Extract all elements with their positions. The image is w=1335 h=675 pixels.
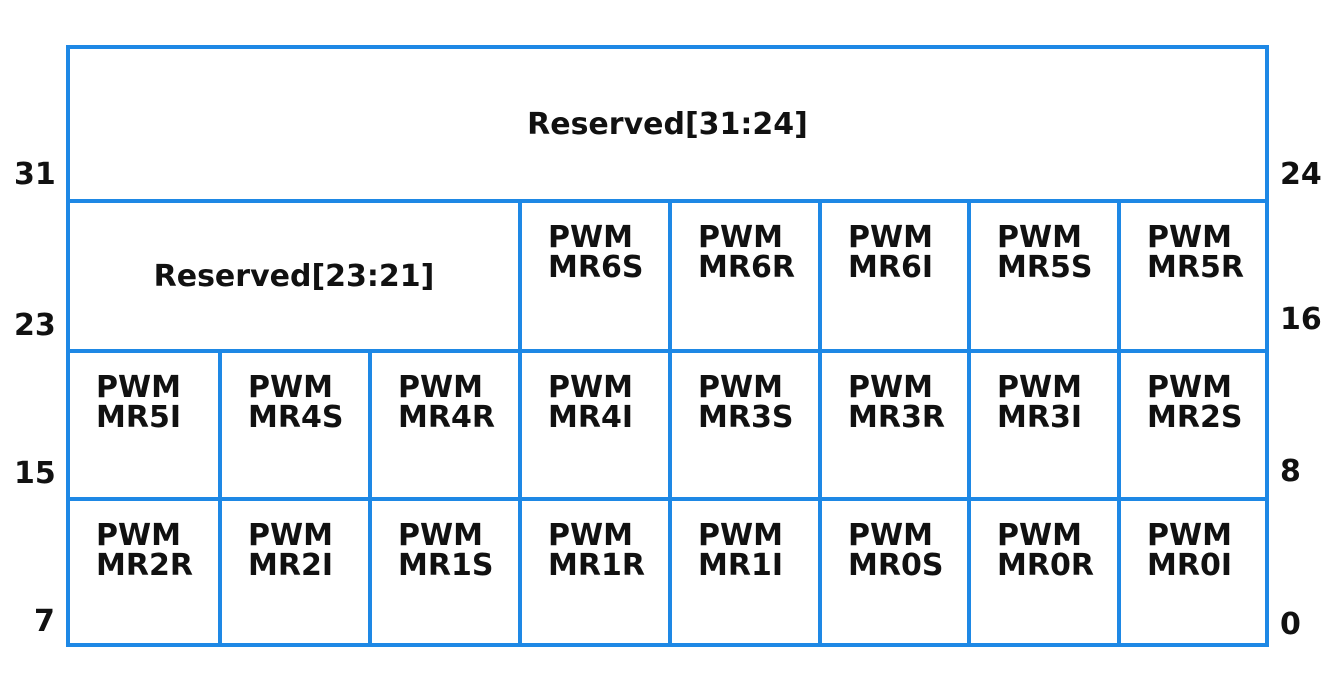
field-pwmmr0i: PWM MR0I	[1117, 501, 1265, 643]
bit-label-16: 16	[1280, 302, 1322, 337]
field-label: PWM MR0S	[848, 518, 944, 583]
bit-label-23: 23	[14, 308, 56, 343]
bit-label-31: 31	[14, 157, 56, 192]
bit-label-8: 8	[1280, 454, 1301, 489]
bit-label-15: 15	[14, 456, 56, 491]
field-pwmmr3r: PWM MR3R	[818, 353, 967, 499]
field-reserved-23-21: Reserved[23:21]	[70, 203, 518, 349]
field-pwmmr3s: PWM MR3S	[668, 353, 818, 499]
field-label: PWM MR4I	[548, 370, 633, 435]
field-label: PWM MR1R	[548, 518, 645, 583]
register-row-31-24: Reserved[31:24]	[70, 49, 1265, 199]
field-label: PWM MR3S	[698, 370, 794, 435]
field-label: PWM MR3R	[848, 370, 945, 435]
field-pwmmr5s: PWM MR5S	[967, 203, 1117, 349]
field-label: PWM MR3I	[997, 370, 1082, 435]
field-pwmmr2i: PWM MR2I	[218, 501, 368, 643]
register-row-7-0: PWM MR2R PWM MR2I PWM MR1S PWM MR1R PWM …	[70, 497, 1265, 643]
field-label: PWM MR2R	[96, 518, 193, 583]
field-pwmmr1i: PWM MR1I	[668, 501, 818, 643]
field-pwmmr1s: PWM MR1S	[368, 501, 518, 643]
register-row-15-8: PWM MR5I PWM MR4S PWM MR4R PWM MR4I PWM …	[70, 349, 1265, 499]
field-pwmmr0r: PWM MR0R	[967, 501, 1117, 643]
field-label: PWM MR5I	[96, 370, 181, 435]
field-pwmmr4s: PWM MR4S	[218, 353, 368, 499]
field-pwmmr1r: PWM MR1R	[518, 501, 668, 643]
field-label: PWM MR5S	[997, 220, 1093, 285]
field-label: PWM MR2I	[248, 518, 333, 583]
field-pwmmr5r: PWM MR5R	[1117, 203, 1265, 349]
field-reserved-31-24: Reserved[31:24]	[70, 49, 1265, 199]
field-label: PWM MR4R	[398, 370, 495, 435]
field-pwmmr2r: PWM MR2R	[70, 501, 218, 643]
bit-label-7: 7	[34, 604, 55, 639]
field-label: PWM MR0I	[1147, 518, 1232, 583]
field-pwmmr6i: PWM MR6I	[818, 203, 967, 349]
field-pwmmr4i: PWM MR4I	[518, 353, 668, 499]
field-label: PWM MR1I	[698, 518, 783, 583]
field-label: PWM MR6S	[548, 220, 644, 285]
field-pwmmr2s: PWM MR2S	[1117, 353, 1265, 499]
field-pwmmr0s: PWM MR0S	[818, 501, 967, 643]
bit-label-0: 0	[1280, 607, 1301, 642]
field-pwmmr6s: PWM MR6S	[518, 203, 668, 349]
field-label: PWM MR2S	[1147, 370, 1243, 435]
field-label: Reserved[31:24]	[527, 106, 808, 142]
field-label: PWM MR6R	[698, 220, 795, 285]
field-label: PWM MR4S	[248, 370, 344, 435]
field-pwmmr4r: PWM MR4R	[368, 353, 518, 499]
field-label: PWM MR1S	[398, 518, 494, 583]
field-pwmmr3i: PWM MR3I	[967, 353, 1117, 499]
bit-label-24: 24	[1280, 157, 1322, 192]
field-label: PWM MR6I	[848, 220, 933, 285]
register-row-23-16: Reserved[23:21] PWM MR6S PWM MR6R PWM MR…	[70, 199, 1265, 349]
field-label: PWM MR0R	[997, 518, 1094, 583]
field-label: Reserved[23:21]	[153, 258, 435, 294]
field-pwmmr5i: PWM MR5I	[70, 353, 218, 499]
field-label: PWM MR5R	[1147, 220, 1244, 285]
field-pwmmr6r: PWM MR6R	[668, 203, 818, 349]
register-diagram: Reserved[31:24] Reserved[23:21] PWM MR6S…	[66, 45, 1269, 647]
